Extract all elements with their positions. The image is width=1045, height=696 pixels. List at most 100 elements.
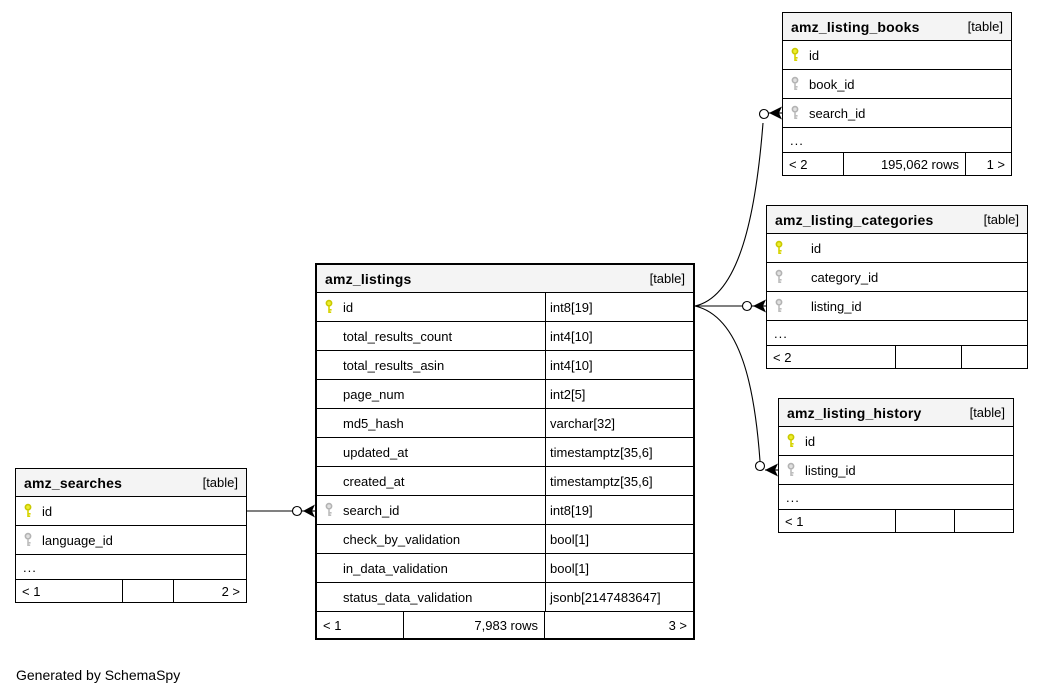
column-type: varchar[32]	[545, 409, 693, 437]
table-amz-listings[interactable]: amz_listings [table] id int8[19] total_r…	[315, 263, 695, 640]
table-type-tag: [table]	[983, 212, 1019, 227]
foreign-key-icon	[790, 76, 802, 92]
column-row: id	[767, 234, 1027, 263]
ellipsis-row[interactable]: ...	[16, 555, 246, 580]
table-type-tag: [table]	[969, 405, 1005, 420]
table-name[interactable]: amz_listing_books	[791, 18, 920, 35]
key-icon-spacer	[324, 415, 336, 431]
column-name: listing_id	[805, 462, 856, 478]
primary-key-icon	[23, 503, 35, 519]
table-footer: < 1 7,983 rows 3 >	[317, 612, 693, 638]
column-name: status_data_validation	[343, 589, 473, 605]
column-row: category_id	[767, 263, 1027, 292]
table-amz-listing-categories[interactable]: amz_listing_categories [table] id catego…	[766, 205, 1028, 369]
column-name: category_id	[811, 269, 879, 285]
foreign-key-icon	[774, 298, 786, 314]
foreign-key-icon	[786, 462, 798, 478]
primary-key-icon	[786, 433, 798, 449]
column-type: bool[1]	[545, 525, 693, 553]
footer-row-count: 7,983 rows	[404, 612, 545, 638]
relationship-line-listings-books	[694, 122, 764, 307]
relationship-line-listings-history	[694, 305, 761, 462]
table-name[interactable]: amz_listing_categories	[775, 211, 934, 228]
crow-foot-icon	[769, 106, 782, 120]
column-row: status_data_validation jsonb[2147483647]	[317, 583, 693, 612]
table-footer: < 1 2 >	[16, 580, 246, 602]
footer-row-count	[123, 580, 174, 602]
column-name: md5_hash	[343, 415, 404, 431]
table-footer: < 2	[767, 346, 1027, 368]
column-name: book_id	[809, 76, 855, 92]
column-name: language_id	[42, 532, 113, 548]
table-amz-listing-books[interactable]: amz_listing_books [table] id book_id sea…	[782, 12, 1012, 176]
column-row: search_id int8[19]	[317, 496, 693, 525]
column-name: id	[343, 299, 354, 315]
footer-row-count	[896, 510, 955, 532]
footer-related-right: 2 >	[221, 583, 240, 599]
column-row: listing_id	[767, 292, 1027, 321]
cardinality-circle-icon	[754, 460, 766, 472]
key-icon-spacer	[324, 473, 336, 489]
footer-row-count: 195,062 rows	[844, 153, 966, 175]
column-row: check_by_validation bool[1]	[317, 525, 693, 554]
column-row: page_num int2[5]	[317, 380, 693, 409]
table-name[interactable]: amz_listings	[325, 270, 412, 287]
footer-related-right: 1 >	[986, 156, 1005, 172]
table-header: amz_listing_categories [table]	[767, 206, 1027, 234]
primary-key-icon	[324, 299, 336, 315]
ellipsis-row[interactable]: ...	[767, 321, 1027, 346]
column-type: int2[5]	[545, 380, 693, 408]
column-row: listing_id	[779, 456, 1013, 485]
primary-key-icon	[774, 240, 786, 256]
footer-related-left: < 2	[783, 153, 844, 175]
cardinality-circle-icon	[741, 300, 753, 312]
column-row: id	[16, 497, 246, 526]
column-row: created_at timestamptz[35,6]	[317, 467, 693, 496]
table-name[interactable]: amz_searches	[24, 474, 123, 491]
column-row: id	[783, 41, 1011, 70]
table-name[interactable]: amz_listing_history	[787, 404, 922, 421]
cardinality-circle-icon	[291, 505, 303, 517]
column-name: check_by_validation	[343, 531, 461, 547]
ellipsis-label: ...	[774, 325, 788, 341]
column-name: in_data_validation	[343, 560, 448, 576]
column-name: id	[809, 47, 820, 63]
table-header: amz_searches [table]	[16, 469, 246, 497]
footer-related-right: 3 >	[668, 617, 687, 633]
column-name: listing_id	[811, 298, 862, 314]
key-icon-spacer	[324, 444, 336, 460]
footer-related-left: < 2	[767, 346, 896, 368]
column-name: total_results_count	[343, 328, 453, 344]
crow-foot-icon	[303, 504, 315, 518]
table-amz-listing-history[interactable]: amz_listing_history [table] id listing_i…	[778, 398, 1014, 533]
column-name: id	[811, 240, 822, 256]
ellipsis-label: ...	[23, 559, 37, 575]
column-row: id int8[19]	[317, 293, 693, 322]
column-name: id	[42, 503, 53, 519]
footer-related-right	[962, 346, 1027, 368]
foreign-key-icon	[23, 532, 35, 548]
crow-foot-icon	[753, 299, 766, 313]
column-name: updated_at	[343, 444, 409, 460]
key-icon-spacer	[324, 386, 336, 402]
column-row: language_id	[16, 526, 246, 555]
key-icon-spacer	[324, 531, 336, 547]
table-amz-searches[interactable]: amz_searches [table] id language_id ... …	[15, 468, 247, 603]
footer-related-right	[955, 510, 1013, 532]
foreign-key-icon	[324, 502, 336, 518]
column-type: bool[1]	[545, 554, 693, 582]
column-name: total_results_asin	[343, 357, 445, 373]
ellipsis-row[interactable]: ...	[783, 128, 1011, 153]
ellipsis-row[interactable]: ...	[779, 485, 1013, 510]
column-name: search_id	[809, 105, 866, 121]
table-type-tag: [table]	[967, 19, 1003, 34]
column-row: updated_at timestamptz[35,6]	[317, 438, 693, 467]
column-type: int4[10]	[545, 351, 693, 379]
primary-key-icon	[790, 47, 802, 63]
column-type: int8[19]	[545, 496, 693, 524]
column-row: in_data_validation bool[1]	[317, 554, 693, 583]
cardinality-circle-icon	[758, 108, 770, 120]
column-row: search_id	[783, 99, 1011, 128]
ellipsis-label: ...	[790, 132, 804, 148]
